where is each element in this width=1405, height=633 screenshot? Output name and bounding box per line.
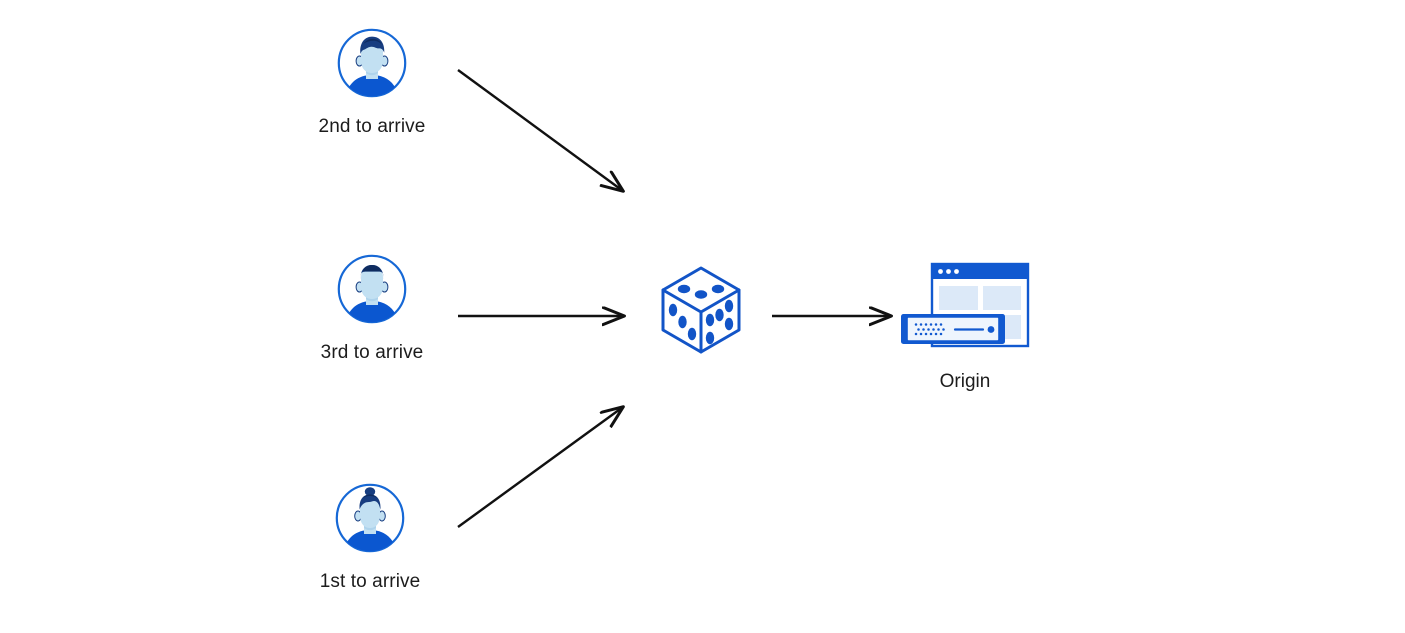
origin-label: Origin [939, 371, 991, 392]
user-avatar-icon [337, 254, 407, 324]
origin-server-icon [899, 258, 1031, 358]
user-node-2nd[interactable]: 2nd to arrive [272, 27, 472, 139]
origin-node[interactable]: Origin [855, 258, 1075, 394]
dice-node[interactable] [659, 264, 743, 356]
user-label: 1st to arrive [319, 571, 421, 592]
user-node-1st[interactable]: 1st to arrive [270, 482, 470, 594]
server-device-icon [901, 314, 1005, 344]
dice-icon [661, 266, 741, 354]
arrow-user2-to-dice [457, 69, 623, 191]
user-label: 2nd to arrive [318, 116, 426, 137]
user-avatar-icon [335, 483, 405, 553]
user-label: 3rd to arrive [320, 342, 424, 363]
user-node-3rd[interactable]: 3rd to arrive [272, 253, 472, 365]
arrow-user1-to-dice [457, 407, 623, 528]
user-avatar-icon [337, 28, 407, 98]
